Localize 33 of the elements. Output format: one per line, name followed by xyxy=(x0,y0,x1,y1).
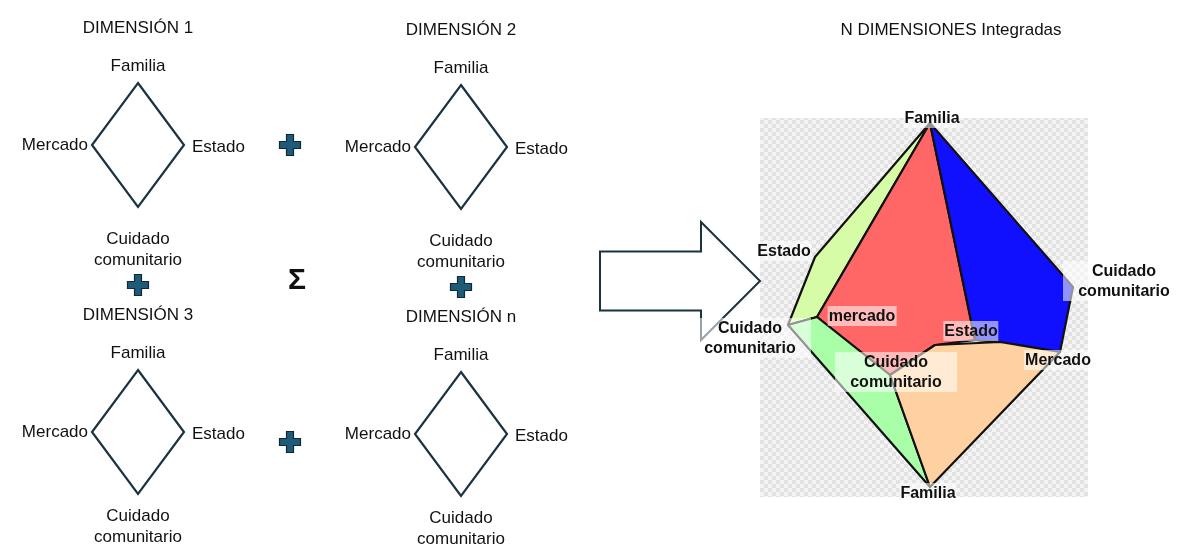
vertex-label: Estado xyxy=(515,425,568,447)
dimension-heading: DIMENSIÓN 1 xyxy=(82,17,194,39)
vertex-label: Familia xyxy=(903,108,961,128)
title: N DIMENSIONES Integradas xyxy=(840,19,1062,41)
vertex-label: Familia xyxy=(110,342,166,364)
diamond-shape xyxy=(413,83,509,211)
diamond-shape xyxy=(90,81,186,209)
dimension-heading: DIMENSIÓN 2 xyxy=(405,19,517,41)
vertex-label: Familia xyxy=(433,344,489,366)
vertex-label: Estado xyxy=(943,321,999,341)
vertex-label: Mercado xyxy=(21,134,88,156)
diamond-shape xyxy=(90,368,186,496)
vertex-label: Cuidado comunitario xyxy=(93,505,183,547)
dimension-heading: DIMENSIÓN n xyxy=(405,306,517,328)
vertex-label: Mercado xyxy=(1024,350,1092,370)
sigma-symbol: Σ xyxy=(288,262,306,296)
vertex-label: Estado xyxy=(515,138,568,160)
vertex-label: Familia xyxy=(110,55,166,77)
vertex-label: Estado xyxy=(756,241,812,261)
vertex-label: Cuidado comunitario xyxy=(416,230,506,272)
vertex-label: Cuidado comunitario xyxy=(416,507,506,549)
vertex-label: Estado xyxy=(192,136,245,158)
block-arrow xyxy=(599,219,762,343)
vertex-label: Familia xyxy=(433,57,489,79)
vertex-label: Estado xyxy=(192,423,245,445)
vertex-label: Cuidado comunitario xyxy=(835,352,957,392)
vertex-label: Mercado xyxy=(21,421,88,443)
vertex-label: Mercado xyxy=(344,136,411,158)
vertex-label: Mercado xyxy=(344,423,411,445)
vertex-label: Cuidado comunitario xyxy=(93,228,183,270)
vertex-label: mercado xyxy=(827,306,897,326)
dimension-heading: DIMENSIÓN 3 xyxy=(82,304,194,326)
diamond-shape xyxy=(413,370,509,498)
